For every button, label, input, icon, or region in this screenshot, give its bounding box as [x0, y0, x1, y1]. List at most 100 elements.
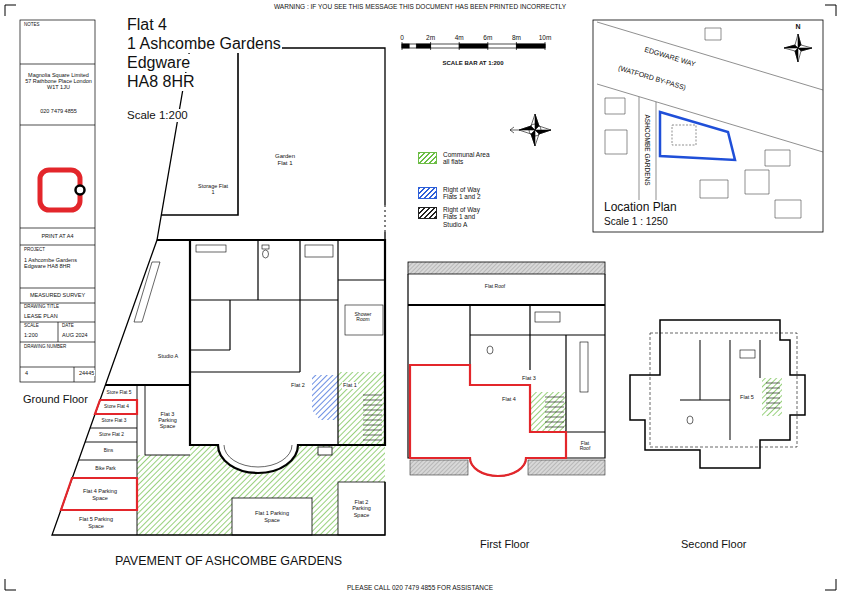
title-block-cell: SCALE1:200 — [20, 322, 58, 342]
flat-area: Flat 2 — [286, 380, 310, 391]
scale-bar — [459, 44, 488, 48]
scale-tick-label: 4m — [454, 34, 465, 41]
scale-bar — [402, 44, 409, 48]
area-label: SCALE — [23, 324, 40, 329]
area-label: Flat Roof — [575, 441, 595, 452]
scale-bar — [402, 42, 545, 50]
scale-bar — [516, 44, 545, 48]
fixture — [687, 350, 780, 424]
company-logo — [40, 170, 80, 210]
scale-tick-label: 8m — [511, 34, 522, 41]
location-map — [784, 34, 812, 62]
wall — [408, 304, 605, 306]
wall — [190, 240, 385, 445]
scale-tick-label: 2m — [425, 34, 436, 41]
fixture — [740, 350, 755, 358]
scale-tick-label: 10m — [538, 34, 553, 41]
store-cell: Store Flat 2 — [87, 429, 136, 441]
store-cell: Store Flat 5 — [102, 386, 136, 399]
location-map — [784, 34, 812, 62]
compass — [519, 114, 551, 146]
crop-mark — [5, 5, 836, 590]
fixture — [305, 245, 333, 257]
area-label: MEASURED SURVEY — [29, 292, 86, 298]
fixture — [263, 250, 269, 258]
area-label: Flat 4 Parking Space — [79, 488, 121, 500]
wall — [61, 385, 190, 535]
location-plan-panel: Location PlanScale 1 : 1250 — [593, 20, 823, 232]
area-label: Flat 5 — [739, 394, 755, 400]
bike-store: Bike Park — [75, 461, 136, 477]
fixture — [345, 305, 383, 335]
area-label: Flat 3 Parking Space — [151, 411, 185, 429]
company-logo — [40, 170, 85, 210]
wall — [470, 305, 605, 432]
parking-space: Flat 5 Parking Space — [56, 511, 136, 534]
area-label: Garden Flat 1 — [269, 153, 301, 166]
area-label: Flat 5 Parking Space — [75, 516, 117, 528]
scale-bar — [416, 44, 430, 48]
address-line: HA8 8HR — [126, 73, 196, 91]
area-label: Store Flat 3 — [101, 418, 128, 423]
area-label: DATE — [61, 324, 75, 329]
communal-area — [762, 378, 782, 416]
title-block-cell: PRINT AT A4 — [20, 228, 95, 245]
porch — [318, 447, 332, 455]
sheet-title: Flat 4 — [126, 16, 168, 34]
area-label: DRAWING NUMBER — [23, 345, 67, 350]
fixture — [224, 445, 292, 467]
second-floor-plan — [630, 320, 805, 468]
bin-store: Bins — [81, 443, 136, 459]
wall — [408, 274, 605, 476]
parking-space: Flat 2 Parking Space — [340, 484, 383, 533]
legend-text: Communal Area all flats — [443, 151, 493, 166]
flat-roof — [528, 460, 605, 475]
scale-bar — [402, 42, 545, 50]
scale-bar-caption: SCALE BAR AT 1:200 — [441, 60, 504, 67]
area-label: Flat 1 — [342, 382, 358, 388]
area-label: Studio A — [157, 353, 180, 359]
site-boundary — [52, 48, 385, 535]
area-label: Location Plan — [603, 201, 678, 214]
area-label: DRAWING TITLE — [23, 305, 60, 310]
area-label: Shower Room — [351, 312, 375, 323]
street-name: (WATFORD BY-PASS) — [616, 64, 688, 92]
title-block-cell: PROJECT1 Ashcombe Gardens Edgware HA8 8H… — [20, 245, 95, 288]
legend-swatch — [418, 207, 437, 219]
wall — [105, 240, 385, 473]
assistance-note: PLEASE CALL 020 7479 4855 FOR ASSISTANCE — [346, 584, 494, 591]
area-label: Store Flat 4 — [103, 404, 130, 409]
garden-area: Garden Flat 1 — [250, 140, 320, 180]
studio-area: Studio A — [150, 345, 186, 367]
fixture — [545, 397, 564, 427]
location-map — [593, 20, 823, 232]
fixture — [687, 416, 693, 424]
wall — [630, 320, 805, 468]
parking-space: Flat 1 Parking Space — [234, 500, 310, 533]
area-label: Magnolia Square Limited 57 Rathbone Plac… — [24, 72, 93, 90]
flat-roof-area: Flat Roof — [470, 280, 520, 294]
area-label: Store Flat 2 — [98, 432, 125, 437]
title-block-line — [20, 20, 95, 382]
store-cell: Store Flat 3 — [92, 415, 136, 427]
title-block-line — [20, 64, 95, 382]
site-boundary — [385, 205, 386, 232]
scale-tick-label: 6m — [482, 34, 493, 41]
location-map — [605, 28, 801, 218]
title-block-cell: DATE AUG 2024 — [58, 322, 95, 342]
area-label: AUG 2024 — [61, 332, 89, 338]
north-label: N — [794, 23, 801, 31]
warning-note: WARNING : IF YOU SEE THIS MESSAGE THIS D… — [273, 3, 567, 10]
flat-area: Flat 1 — [339, 380, 361, 391]
fixture — [535, 312, 560, 322]
floor-label: First Floor — [479, 538, 531, 550]
parking-bay — [232, 498, 312, 535]
flat-area: Flat 4 — [496, 393, 522, 405]
area-label: Flat 1 Parking Space — [250, 510, 294, 522]
lease-boundary — [61, 400, 137, 510]
company-logo — [76, 186, 85, 195]
right-of-way — [312, 375, 338, 420]
fixture — [134, 245, 383, 467]
area-label: Flat 2 Parking Space — [345, 499, 379, 517]
area-label: PRINT AT A4 — [40, 233, 74, 239]
